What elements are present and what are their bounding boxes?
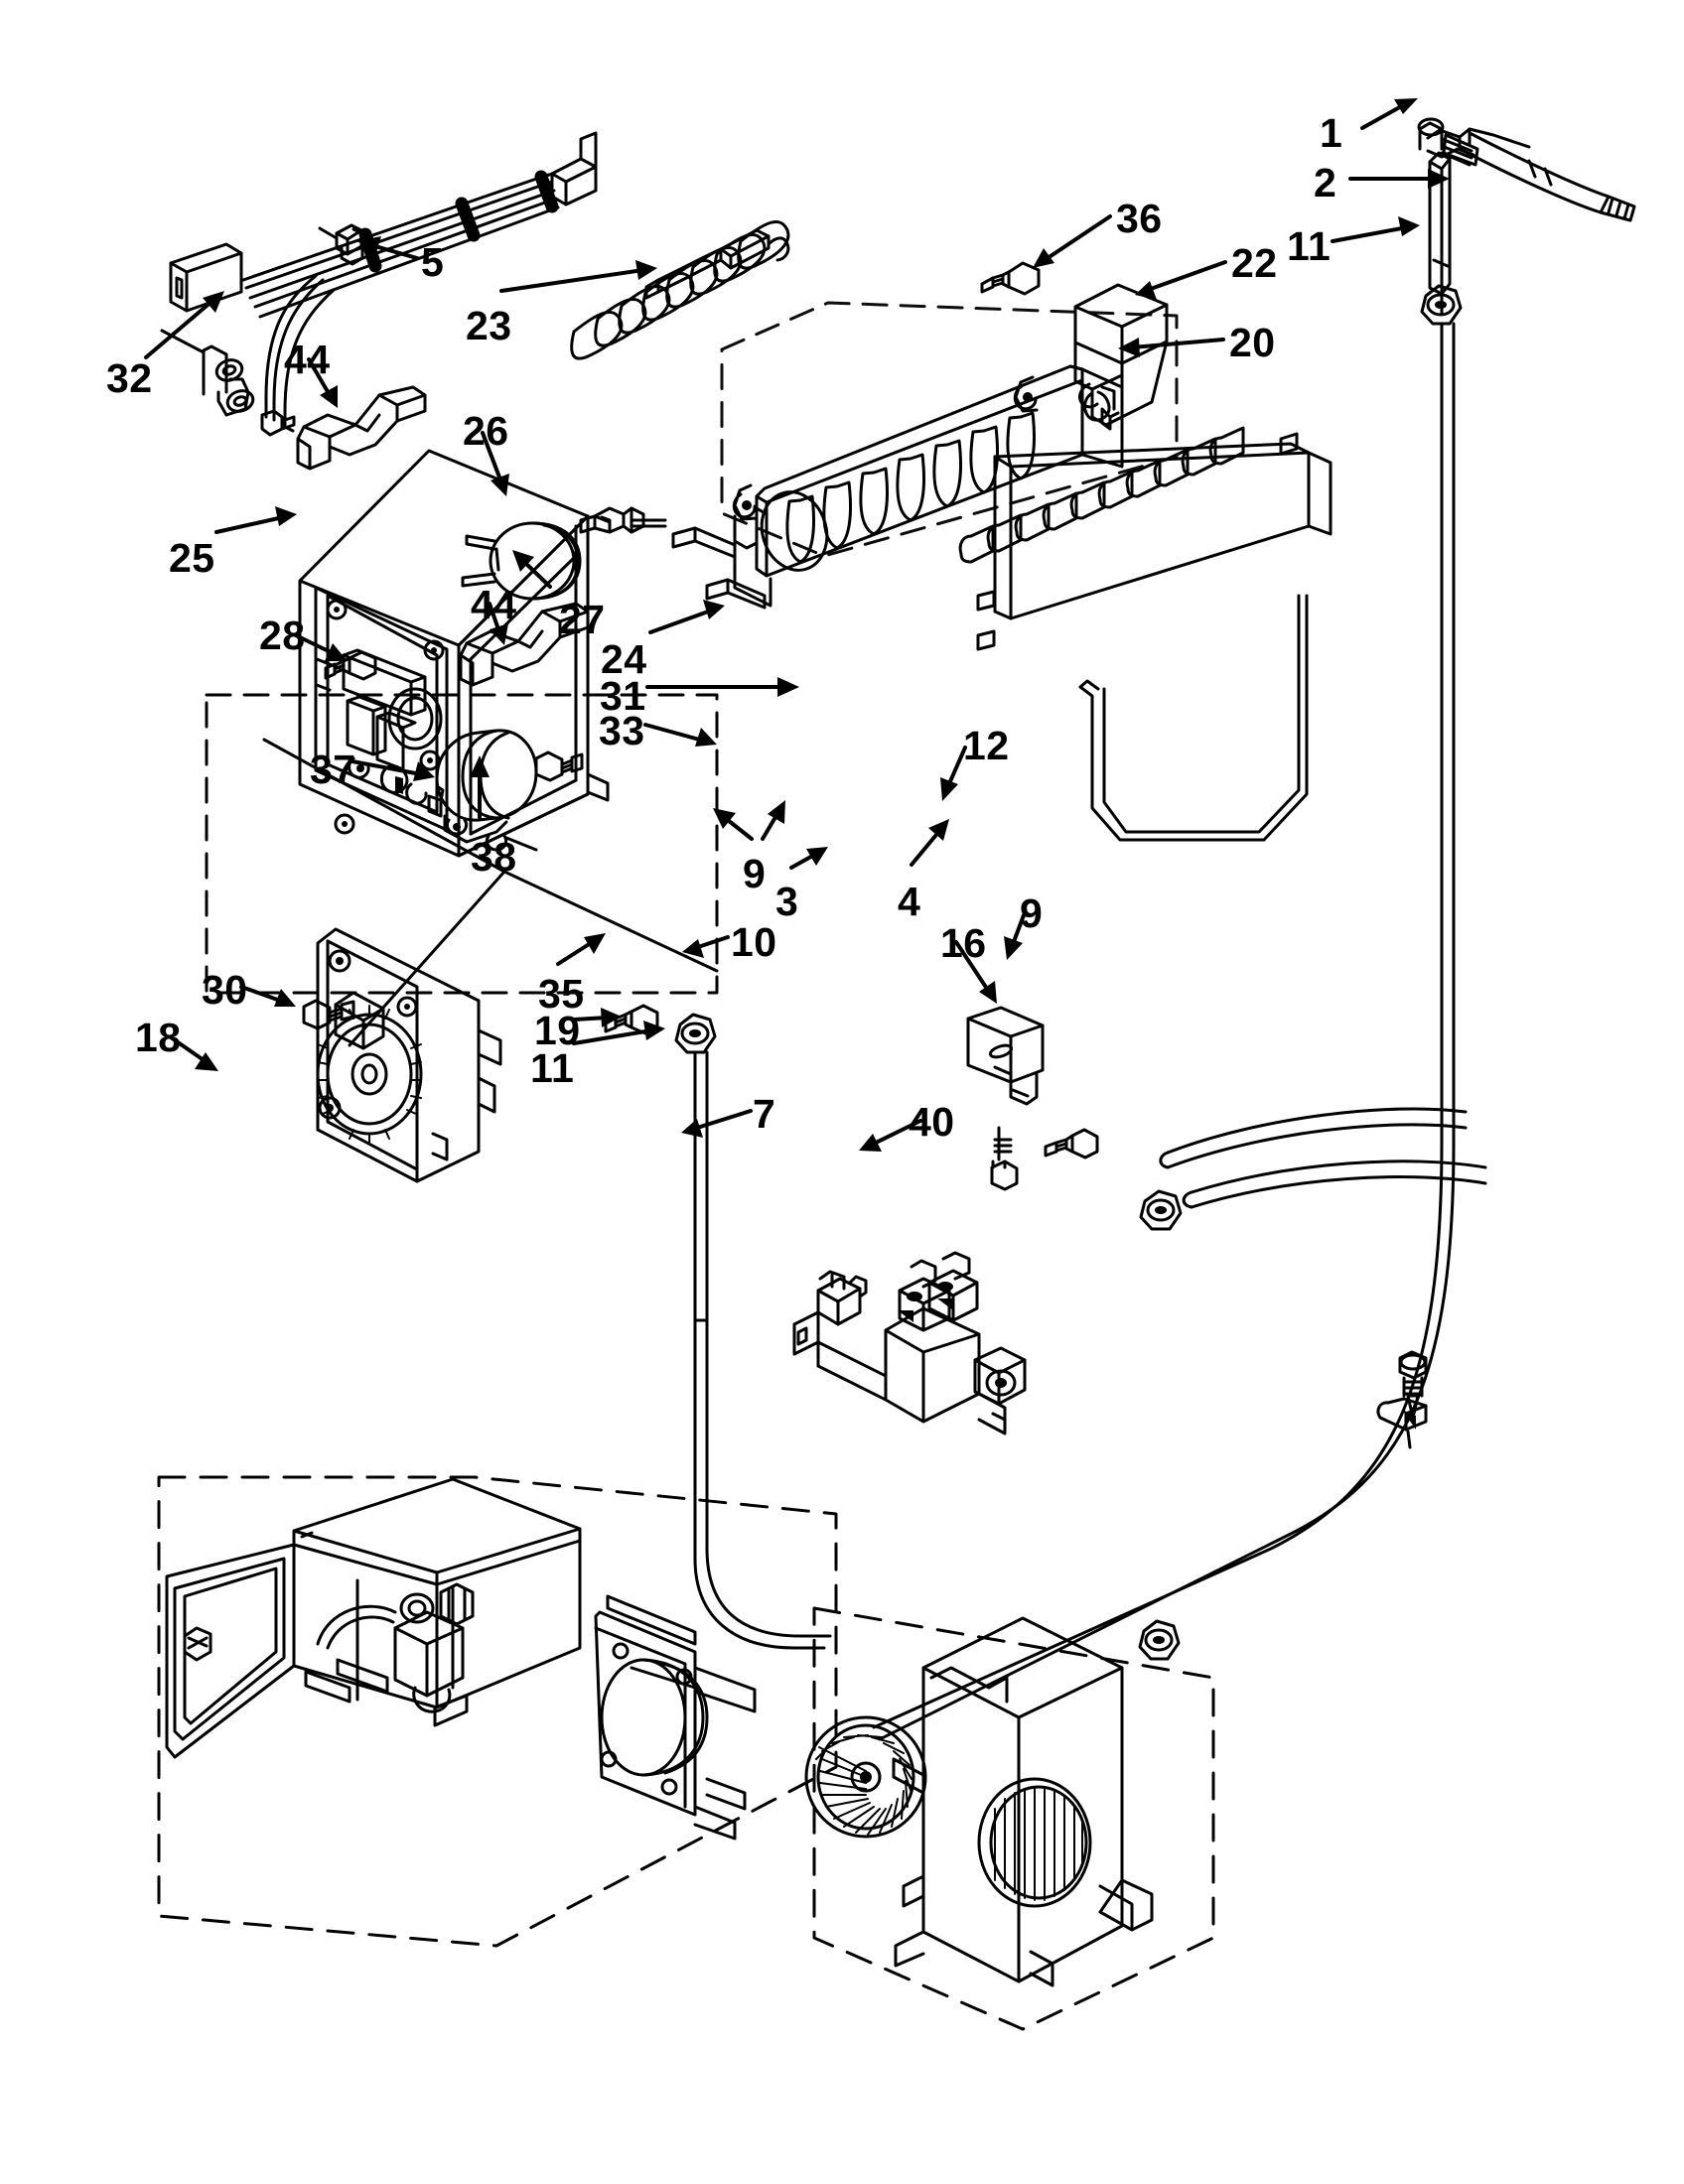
callout-16: 16 xyxy=(940,920,987,966)
module-group-outline xyxy=(205,693,719,995)
callout-11-lower: 11 xyxy=(530,1045,575,1091)
hex-lock-nut-upper-part xyxy=(1420,284,1463,326)
callout-5: 5 xyxy=(421,239,445,285)
ice-maker-motor-part xyxy=(461,515,612,601)
ice-level-shutoff-pin-part xyxy=(579,506,667,534)
callout-35: 35 xyxy=(538,971,585,1017)
callout-36: 36 xyxy=(1116,196,1163,241)
callout-38: 38 xyxy=(471,834,517,880)
callout-12: 12 xyxy=(963,723,1010,768)
callout-10: 10 xyxy=(731,919,777,965)
module-mounting-screw-part xyxy=(324,650,377,681)
callout-26: 26 xyxy=(463,408,509,454)
valve-bracket-screw-part xyxy=(604,1004,659,1035)
ice-container-part xyxy=(165,1477,582,1759)
ice-maker-gear-motor-part xyxy=(435,729,538,852)
callout-7: 7 xyxy=(753,1091,776,1137)
ice-level-control-arm-part xyxy=(1078,594,1309,842)
water-inlet-valve-part xyxy=(792,1251,1027,1435)
callout-32: 32 xyxy=(106,355,153,401)
hex-lock-nut-lower-part xyxy=(674,1013,717,1054)
callout-19: 19 xyxy=(534,1008,581,1053)
leader-lines xyxy=(144,98,1450,1152)
callout-11-upper: 11 xyxy=(1287,223,1332,269)
callout-30: 30 xyxy=(202,967,248,1013)
module-cover-screw-part xyxy=(302,999,355,1030)
callout-9-clamp: 9 xyxy=(1020,890,1044,936)
callout-22: 22 xyxy=(1231,240,1278,286)
callout-18: 18 xyxy=(135,1015,182,1060)
fan-shroud-part xyxy=(892,1616,1154,1987)
module-group-zigzag xyxy=(262,738,719,1047)
ice-mold-body-part xyxy=(671,364,1124,610)
harness-clip-part xyxy=(318,223,366,266)
callout-9-bracket: 9 xyxy=(743,851,767,896)
ice-maker-module-part xyxy=(298,449,610,858)
bracket-screws-part xyxy=(990,1126,1099,1191)
mounting-clip-lower-part xyxy=(459,602,590,687)
callout-37: 37 xyxy=(310,747,356,792)
fan-motor-plate-part xyxy=(594,1594,757,1841)
water-supply-tubes-part xyxy=(1159,1107,1487,1209)
fill-tube-screw-part xyxy=(1417,117,1479,167)
callout-24: 24 xyxy=(601,636,647,682)
ejector-screw-part xyxy=(980,261,1041,296)
fan-group-outline xyxy=(812,1606,1215,2031)
callout-1: 1 xyxy=(1320,110,1343,156)
callout-3: 3 xyxy=(775,879,799,924)
callout-2: 2 xyxy=(1314,160,1337,205)
ice-mold-group-outline xyxy=(720,301,1179,558)
callout-20: 20 xyxy=(1229,320,1276,365)
callout-31: 31 xyxy=(600,673,646,719)
water-fill-tube-lower-part xyxy=(693,1050,832,1650)
fill-tube-bracket-part xyxy=(966,1006,1045,1106)
water-fill-tube-part xyxy=(1426,127,1636,316)
callout-33: 33 xyxy=(599,708,645,753)
callout-44-upper: 44 xyxy=(284,337,331,382)
gear-motor-screw-part xyxy=(534,751,584,782)
mounting-clip-upper-part xyxy=(296,385,427,471)
tube-clamp-part xyxy=(1376,1397,1428,1449)
tube-nut-part xyxy=(1138,1619,1181,1661)
compression-nut-part xyxy=(1139,1189,1183,1231)
module-gear-plate-part xyxy=(316,927,502,1183)
wiring-harness-part xyxy=(160,131,598,437)
callout-28: 28 xyxy=(259,613,306,658)
ejector-blade-assembly-part xyxy=(570,220,790,360)
callout-4: 4 xyxy=(898,879,921,924)
callout-27: 27 xyxy=(559,597,606,642)
callout-25: 25 xyxy=(169,535,215,581)
fan-blade-part xyxy=(804,1715,927,1839)
callout-23: 23 xyxy=(466,303,512,348)
container-group-outline xyxy=(157,1475,838,1948)
callout-44-lower: 44 xyxy=(471,582,517,627)
main-water-line-part xyxy=(872,322,1456,1741)
callout-40: 40 xyxy=(909,1099,955,1145)
ice-stripper-part xyxy=(958,426,1333,651)
